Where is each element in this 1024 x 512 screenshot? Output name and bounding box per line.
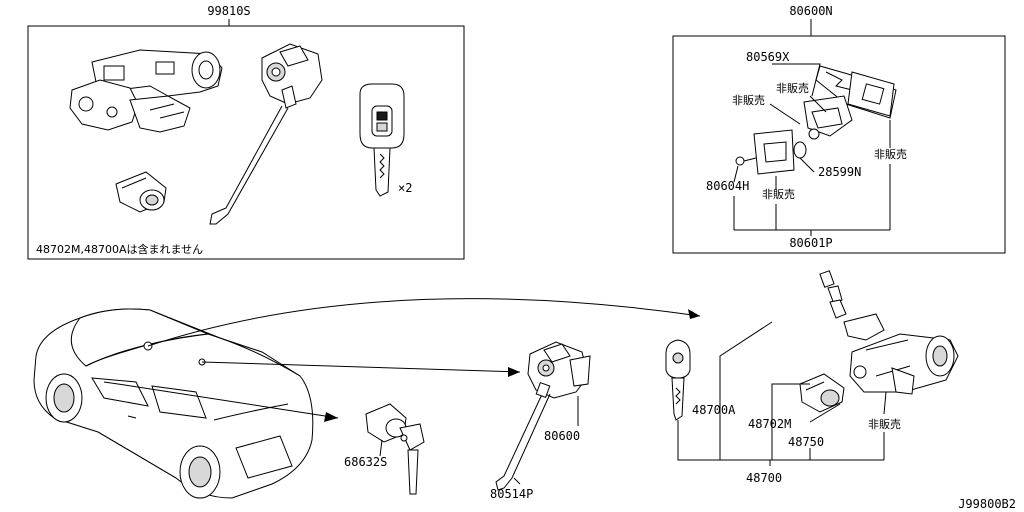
label-hibai-2: 非販売: [732, 94, 765, 107]
arrows: [117, 298, 701, 422]
leader-80569x: [772, 63, 821, 97]
leader-80514p: [513, 477, 521, 485]
label-hibai-5: 非販売: [868, 418, 901, 431]
leader-48700a: [719, 321, 773, 460]
leader-80604h: [733, 165, 739, 230]
leader-hibai-1: [809, 95, 827, 113]
label-48700: 48700: [746, 471, 782, 485]
label-80600n: 80600N: [789, 4, 832, 18]
leader-hibai-2: [769, 103, 801, 125]
arrow-to-68632s: [117, 383, 339, 419]
diagram-id: J99800B2: [958, 497, 1016, 511]
label-80600: 80600: [544, 429, 580, 443]
label-48700a: 48700A: [692, 403, 736, 417]
label-hibai-1: 非販売: [776, 82, 809, 95]
label-99810s: 99810S: [207, 4, 250, 18]
steering-lock-80600-drawing: [495, 341, 591, 491]
label-hibai-4: 非販売: [762, 188, 795, 201]
arrow-to-80600: [201, 361, 521, 373]
cylinder-48702m-drawing: [799, 373, 845, 413]
label-qty-x2: ×2: [398, 181, 412, 195]
door-cylinder-drawing: [365, 403, 425, 495]
transponder-parts-drawing: [735, 95, 853, 175]
key-blank-drawing: [815, 65, 897, 119]
kit-99810s-box: [27, 25, 465, 260]
car-drawing: [33, 308, 314, 499]
leader-hibai-5: [883, 391, 887, 460]
label-hibai-3: 非販売: [874, 148, 907, 161]
key-48700a-drawing: [665, 339, 691, 421]
leader-28599n: [799, 157, 815, 173]
label-28599n: 28599N: [818, 165, 861, 179]
leader-48700-bracket: [677, 420, 884, 461]
ignition-switch-48700-drawing: [819, 270, 959, 395]
label-80601p: 80601P: [789, 236, 832, 250]
label-48702m: 48702M: [748, 417, 791, 431]
label-68632s: 68632S: [344, 455, 387, 469]
kit-note-text: 48702M,48700Aは含まれません: [36, 242, 203, 256]
arrow-to-48700: [147, 298, 701, 347]
key-cylinder-drawing: [115, 171, 167, 213]
label-80569x: 80569X: [746, 50, 790, 64]
label-80514p: 80514P: [490, 487, 533, 501]
kit-80600n-box: [672, 35, 1006, 254]
leader-48750: [809, 403, 841, 460]
ignition-lock-assembly-drawing: [69, 49, 223, 133]
leader-80601p-bracket: [734, 229, 890, 236]
leader-68632s: [379, 439, 383, 457]
steering-lock-rod-drawing: [209, 43, 323, 225]
leader-48702m: [771, 383, 810, 460]
key-fob-drawing: [359, 83, 405, 197]
label-80604h: 80604H: [706, 179, 749, 193]
label-48750: 48750: [788, 435, 824, 449]
